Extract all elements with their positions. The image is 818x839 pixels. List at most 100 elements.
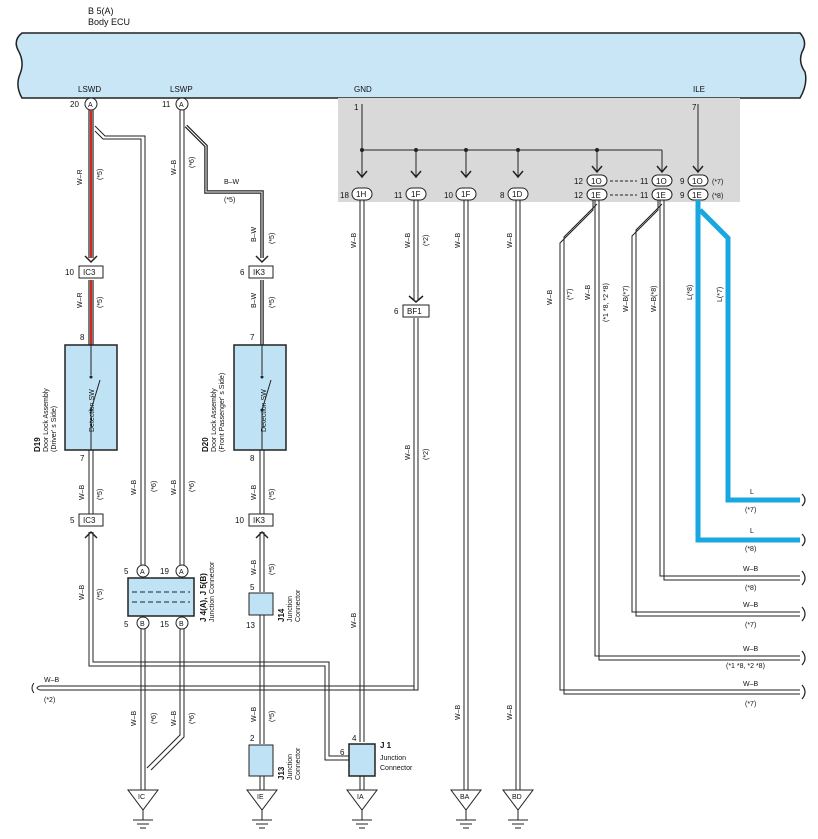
note-n5-4: (*5) xyxy=(97,589,104,600)
pin-lswp: 11 xyxy=(162,100,171,109)
wire-label-wb-ic3: W–B xyxy=(79,585,86,601)
wire-label-wb-d20: W–B xyxy=(251,485,258,501)
note-n6-5: (*6) xyxy=(189,481,196,492)
wire-label-wb-ik3: W–B xyxy=(251,560,258,576)
pin-j4-5: 5 xyxy=(124,567,129,576)
note-n5-5: (*5) xyxy=(224,197,235,204)
wire-label-wb-j4b1: W–B xyxy=(131,711,138,727)
j4-j5-junction-connector xyxy=(127,577,195,617)
connector-ic3-top-label: IC3 xyxy=(83,268,96,277)
connector-1o-c-label: 1O xyxy=(692,177,703,186)
ground-bd-label: BD xyxy=(512,794,522,801)
terminal-lswd: LSWD xyxy=(78,85,101,94)
wire-lswp xyxy=(179,110,264,565)
wire-label-wb-1d: W–B xyxy=(507,233,514,249)
pin-d19-top: 8 xyxy=(80,333,85,342)
pin-j4-b2: B xyxy=(179,621,184,628)
pin-ic3-top: 10 xyxy=(65,268,74,277)
gnd-arrows xyxy=(356,165,704,179)
wire-label-wb7: W–B(*7) xyxy=(623,286,630,312)
note-n5-8: (*5) xyxy=(269,489,276,500)
pin-p12b: 12 xyxy=(574,191,583,200)
pin-p18: 18 xyxy=(340,191,349,200)
j13-name2: Connector xyxy=(295,747,302,780)
pin-j4-19: 19 xyxy=(160,567,169,576)
connector-ik3-top-label: IK3 xyxy=(253,268,266,277)
pin-p11a: 11 xyxy=(394,191,403,200)
note-n5-9: (*5) xyxy=(269,564,276,575)
wire-label-bw-2: B–W xyxy=(251,226,258,242)
wire-label-wb-d19: W–B xyxy=(79,485,86,501)
pin-j1-4: 4 xyxy=(352,734,357,743)
wire-label-wb-1d2: W–B xyxy=(507,705,514,721)
pin-ik3-bot: 10 xyxy=(235,516,244,525)
pin-j4-5b: 5 xyxy=(124,620,129,629)
note-n6-2: (*6) xyxy=(189,157,196,168)
note-n8-r3: (*8) xyxy=(745,585,756,592)
d19-detection-sw: Detection SW xyxy=(89,389,96,432)
j14-name2: Connector xyxy=(295,589,302,622)
pin-j4-b1: B xyxy=(140,621,145,628)
wire-j4-to-ic xyxy=(140,629,185,790)
ground-ia-label: IA xyxy=(357,794,364,801)
pin-d20-bot: 8 xyxy=(250,454,255,463)
connector-ik3-top xyxy=(248,265,274,279)
pin-j14-13: 13 xyxy=(246,621,255,630)
connector-1f-a xyxy=(405,187,427,201)
note-n7-r1: (*7) xyxy=(567,289,574,300)
wire-d19-down xyxy=(88,450,94,514)
d20-side: (Front Passenger' s Side) xyxy=(219,373,226,452)
wire-label-wb-r2: W–B xyxy=(585,285,592,301)
wire-label-wb-r4: W–B xyxy=(743,602,759,609)
connector-ic3-top xyxy=(78,265,104,279)
note-n7-ile: (*7) xyxy=(712,179,723,186)
note-n5-1: (*5) xyxy=(97,169,104,180)
j1-name: Junction xyxy=(380,755,406,762)
ground-ie xyxy=(246,789,278,829)
wire-label-wb-lswp: W–B xyxy=(171,160,178,176)
pin-ile: 7 xyxy=(692,103,697,112)
wire-label-l-1: L xyxy=(750,489,754,496)
connector-ik3-bot-label: IK3 xyxy=(253,516,266,525)
j1-code: J 1 xyxy=(380,741,392,750)
ecu-name: Body ECU xyxy=(88,17,130,27)
ground-ic xyxy=(127,789,159,829)
wire-label-wb-j4a: W–B xyxy=(131,480,138,496)
ground-bd xyxy=(502,789,534,829)
wire-label-wb-r1: W–B xyxy=(547,290,554,306)
ground-ic-label: IC xyxy=(138,794,145,801)
wire-label-wb-j4c: W–B xyxy=(171,480,178,496)
ground-ba xyxy=(450,789,482,829)
j14-name: Junction xyxy=(287,596,294,622)
pin-gnd: 1 xyxy=(354,103,359,112)
wire-label-bw-3: B–W xyxy=(251,292,258,308)
wire-label-l7: L(*7) xyxy=(717,287,724,302)
connector-bf1-label: BF1 xyxy=(407,307,422,316)
wire-label-wb-1f-b2: W–B xyxy=(455,705,462,721)
wire-lswd xyxy=(88,110,146,565)
j1-name2: Connector xyxy=(380,765,413,772)
wire-label-wb-j14: W–B xyxy=(251,707,258,723)
wire-label-wb-1h: W–B xyxy=(351,233,358,249)
wire-label-wr-2: W–R xyxy=(77,292,84,308)
wire-label-wb-1f-2: W–B xyxy=(405,445,412,461)
wire-ic3-to-j1 xyxy=(88,532,349,761)
note-n5-10: (*5) xyxy=(269,711,276,722)
pin-d20-top: 7 xyxy=(250,333,255,342)
wire-wb-n2-horizontal xyxy=(31,682,419,694)
pin-j4-a1: A xyxy=(140,569,145,576)
connector-1o-a-label: 1O xyxy=(591,177,602,186)
wire-l-blue xyxy=(695,200,800,543)
pin-a-lswp xyxy=(175,97,189,111)
wire-label-wb-1f: W–B xyxy=(405,233,412,249)
wire-label-wb-1h-2: W–B xyxy=(351,613,358,629)
connector-ik3-bot xyxy=(248,513,274,527)
gnd-bus xyxy=(361,104,699,178)
j14-junction-connector xyxy=(248,592,274,616)
j4-j5-name: Junction Connector xyxy=(209,561,216,622)
j14-code: J14 xyxy=(277,608,286,622)
note-n6-3: (*6) xyxy=(151,713,158,724)
wire-right-wb xyxy=(559,200,800,695)
note-n7-l1: (*7) xyxy=(745,507,756,514)
